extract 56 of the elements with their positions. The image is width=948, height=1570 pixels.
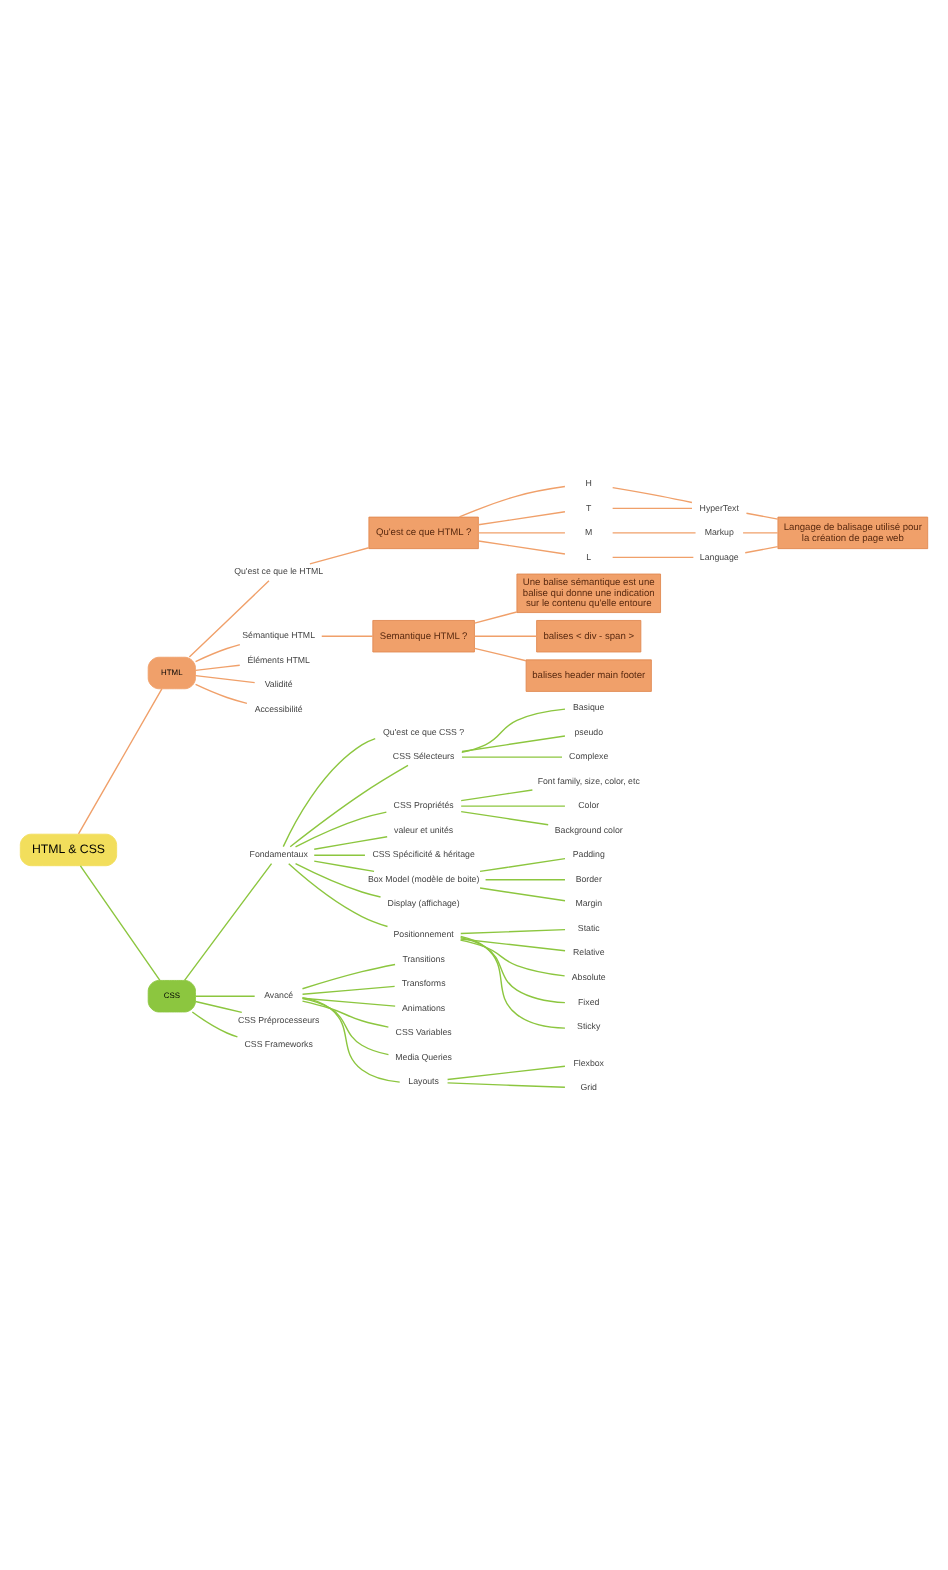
connector — [191, 1010, 239, 1037]
connector — [194, 663, 241, 671]
connector — [611, 555, 695, 558]
connector — [460, 788, 534, 801]
connector — [745, 511, 779, 519]
connector — [301, 962, 396, 989]
connector — [473, 634, 538, 636]
connector — [301, 984, 396, 994]
connector — [294, 810, 388, 847]
connector — [294, 861, 382, 897]
connector — [611, 531, 697, 533]
connector — [446, 1064, 566, 1080]
connector — [282, 736, 376, 847]
connector — [458, 484, 566, 517]
connector — [301, 996, 390, 1055]
connector — [194, 673, 256, 683]
connector — [477, 531, 566, 533]
connector — [79, 864, 161, 980]
connector — [289, 763, 409, 847]
connector — [473, 610, 518, 623]
connector — [460, 809, 549, 825]
connector — [611, 506, 693, 509]
connector — [313, 835, 388, 849]
connector — [473, 646, 527, 661]
connector — [194, 682, 248, 704]
connector — [446, 1081, 566, 1087]
connector — [460, 934, 566, 1028]
connector — [477, 510, 566, 525]
connector — [313, 859, 375, 872]
connector — [477, 539, 566, 554]
connector — [321, 634, 374, 636]
connector — [461, 707, 566, 753]
connector — [484, 878, 566, 880]
connector — [313, 853, 366, 855]
connector — [301, 999, 390, 1027]
connector — [460, 937, 566, 951]
connector — [288, 862, 389, 927]
connector — [460, 927, 566, 934]
connector — [479, 886, 566, 901]
connector — [183, 861, 273, 980]
connector — [194, 999, 243, 1013]
connector — [77, 687, 163, 834]
connector — [309, 546, 370, 564]
connector — [479, 856, 566, 872]
connector — [460, 804, 566, 806]
connector — [194, 994, 256, 996]
connector — [301, 995, 401, 1082]
connector — [742, 531, 779, 533]
connector — [459, 938, 566, 976]
connector — [461, 755, 563, 757]
connector — [744, 544, 779, 553]
connector — [194, 642, 241, 662]
connector — [461, 734, 566, 752]
connector — [611, 485, 693, 503]
connector — [188, 579, 270, 657]
connector — [459, 935, 566, 1003]
